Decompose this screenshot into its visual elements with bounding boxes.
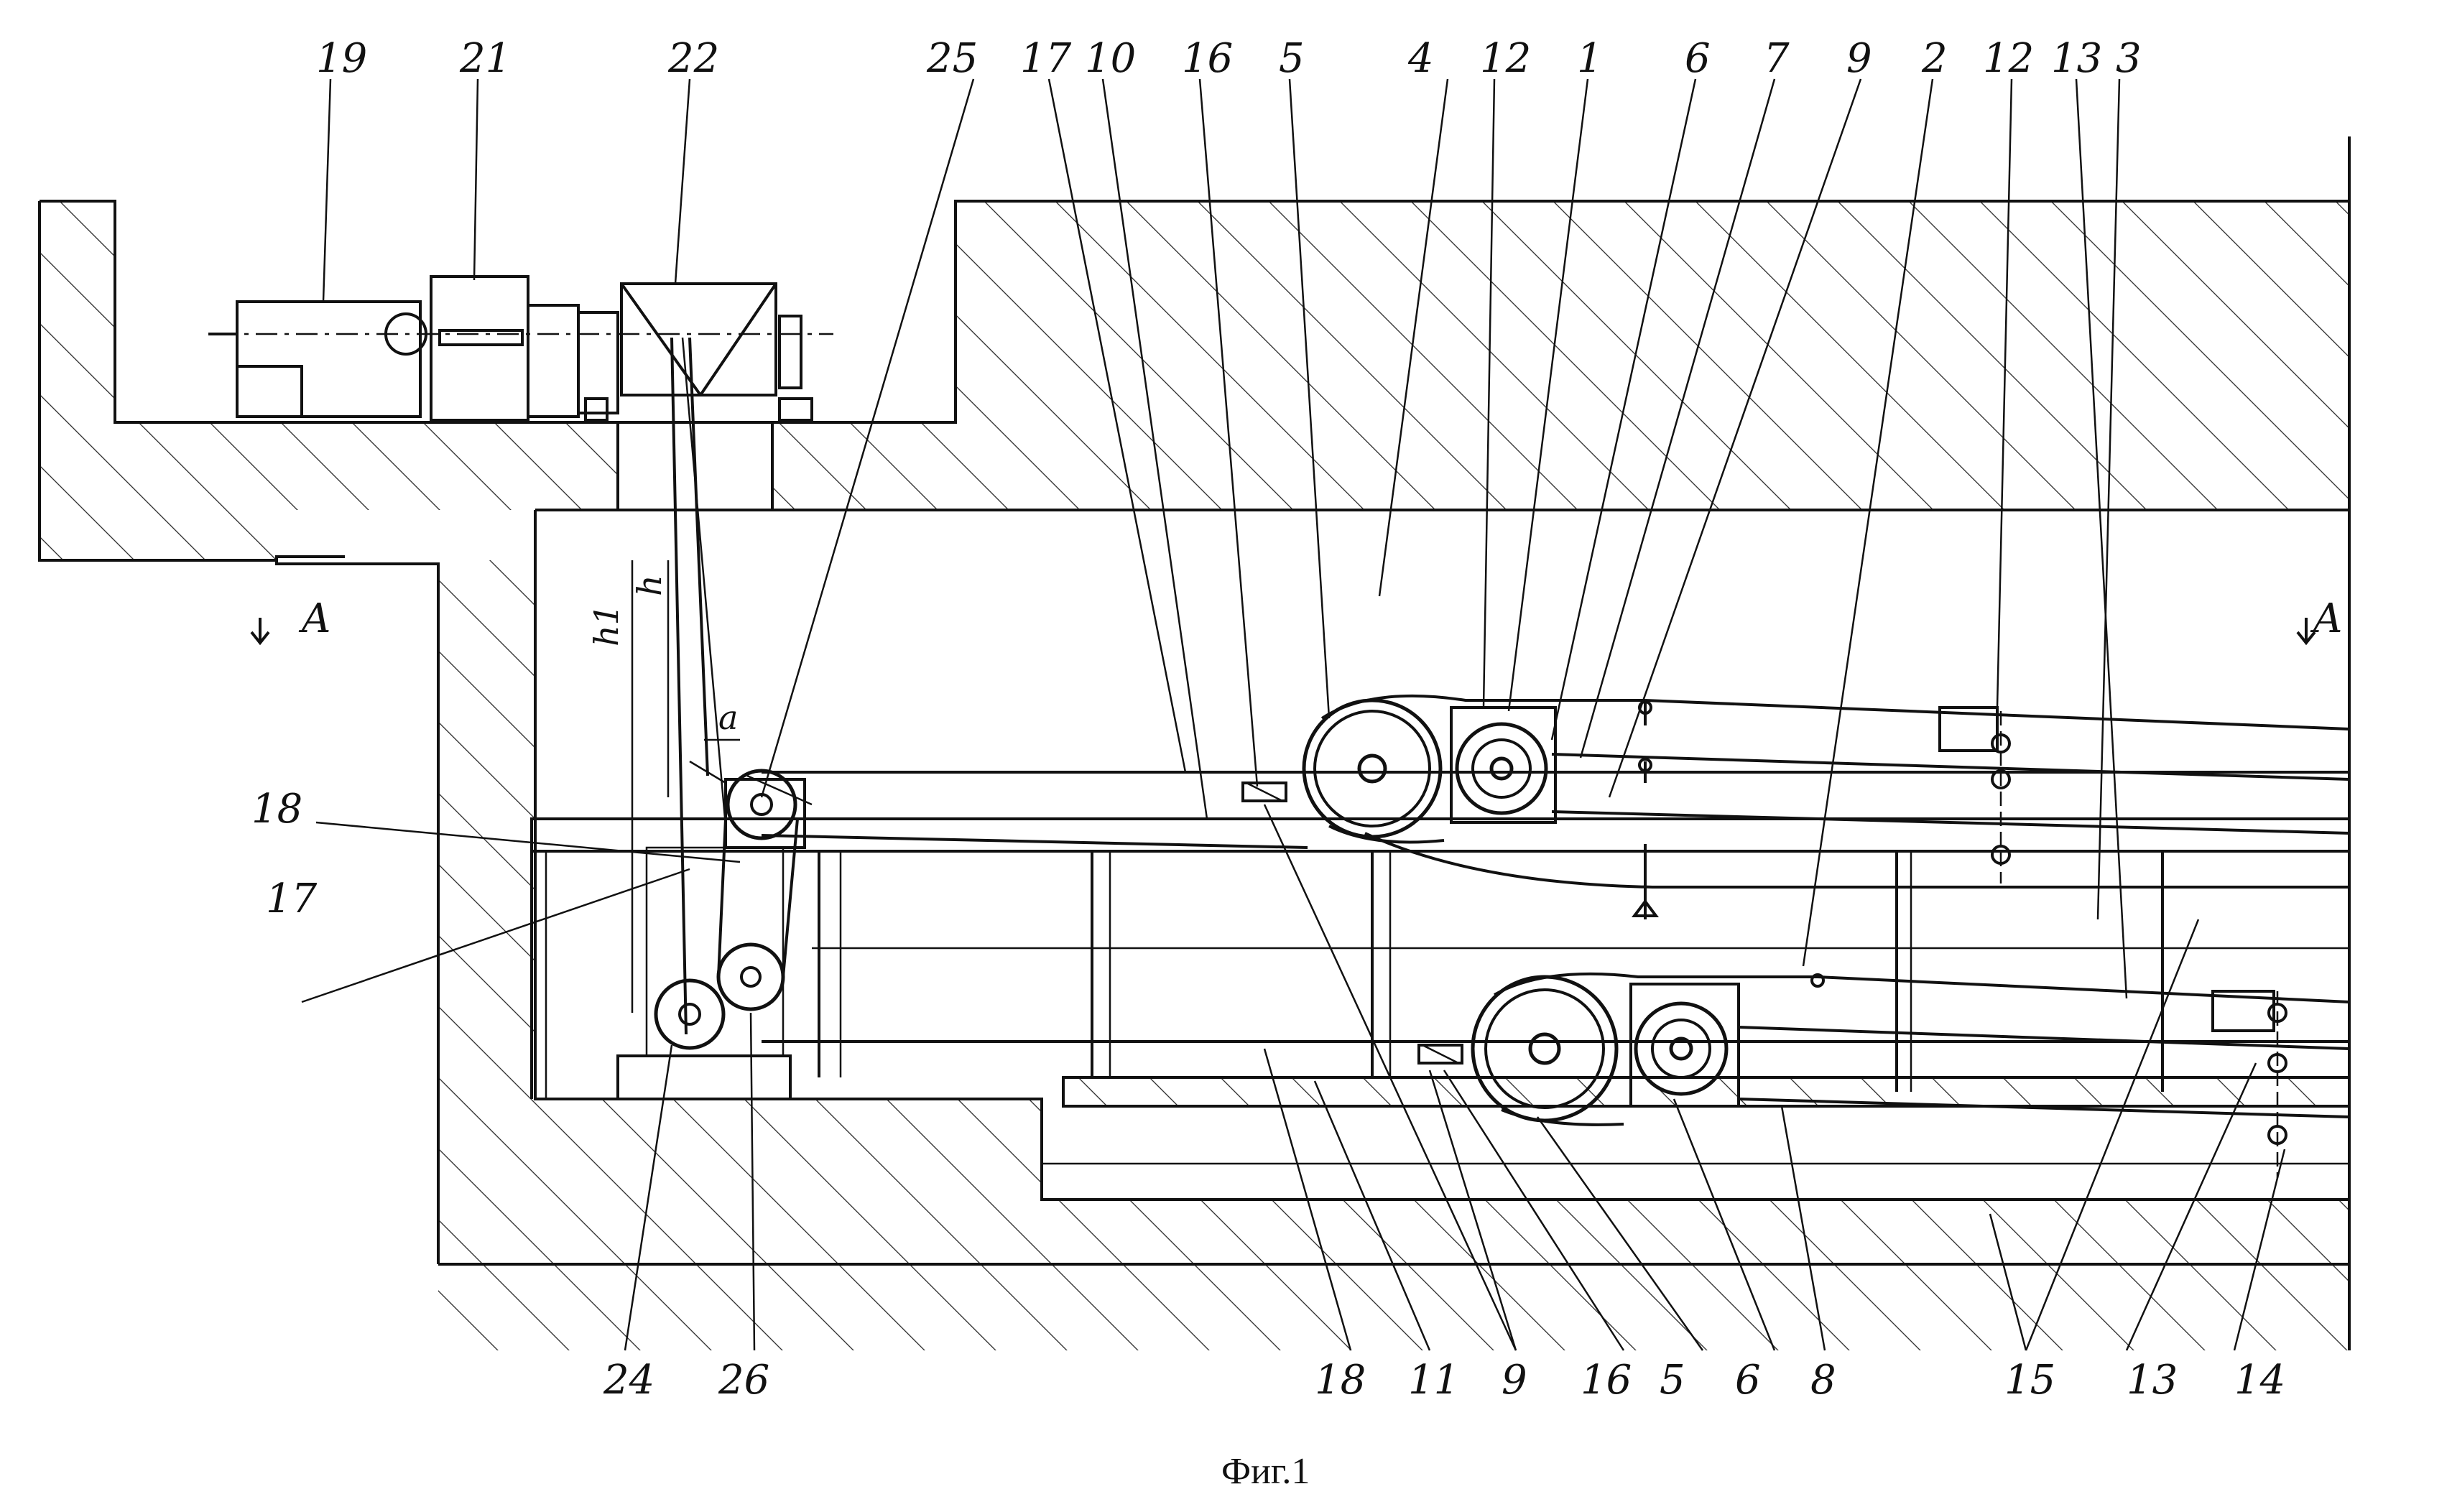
label-6-bottom: 6 (1735, 1357, 1761, 1404)
section-mark-right: A (2310, 595, 2342, 642)
label-9: 9 (1846, 35, 1872, 82)
label-4: 4 (1407, 35, 1434, 82)
figure-caption: Фиг.1 (1221, 1451, 1310, 1492)
label-24: 24 (603, 1357, 654, 1404)
label-16-bottom: 16 (1581, 1357, 1632, 1404)
label-12b: 12 (1983, 35, 2034, 82)
label-9-bottom: 9 (1502, 1357, 1527, 1404)
label-19: 19 (316, 35, 367, 82)
label-16: 16 (1182, 35, 1233, 82)
label-26: 26 (718, 1357, 769, 1404)
label-17-left: 17 (266, 876, 318, 922)
dim-h: h (630, 575, 669, 596)
label-1: 1 (1577, 35, 1603, 82)
label-6: 6 (1685, 35, 1711, 82)
dim-h1: h1 (587, 604, 626, 646)
label-5: 5 (1279, 35, 1305, 82)
label-8: 8 (1810, 1357, 1836, 1404)
section-mark-left: A (298, 595, 330, 642)
dim-a: a (718, 698, 738, 737)
label-10: 10 (1085, 35, 1136, 82)
label-22: 22 (667, 35, 719, 82)
label-18-bottom: 18 (1315, 1357, 1366, 1404)
label-2: 2 (1921, 35, 1948, 82)
label-14: 14 (2234, 1357, 2285, 1404)
label-21: 21 (459, 35, 511, 82)
label-3: 3 (2116, 35, 2142, 82)
label-17: 17 (1020, 35, 1072, 82)
label-7: 7 (1764, 35, 1790, 82)
label-13-bottom: 13 (2127, 1357, 2178, 1404)
label-13: 13 (2051, 35, 2102, 82)
label-18-left: 18 (251, 786, 302, 832)
label-11: 11 (1408, 1357, 1459, 1404)
foundation-hatched (40, 201, 2349, 1350)
label-25: 25 (926, 35, 978, 82)
label-5-bottom: 5 (1660, 1357, 1685, 1404)
label-12: 12 (1480, 35, 1531, 82)
label-15: 15 (2004, 1357, 2055, 1404)
